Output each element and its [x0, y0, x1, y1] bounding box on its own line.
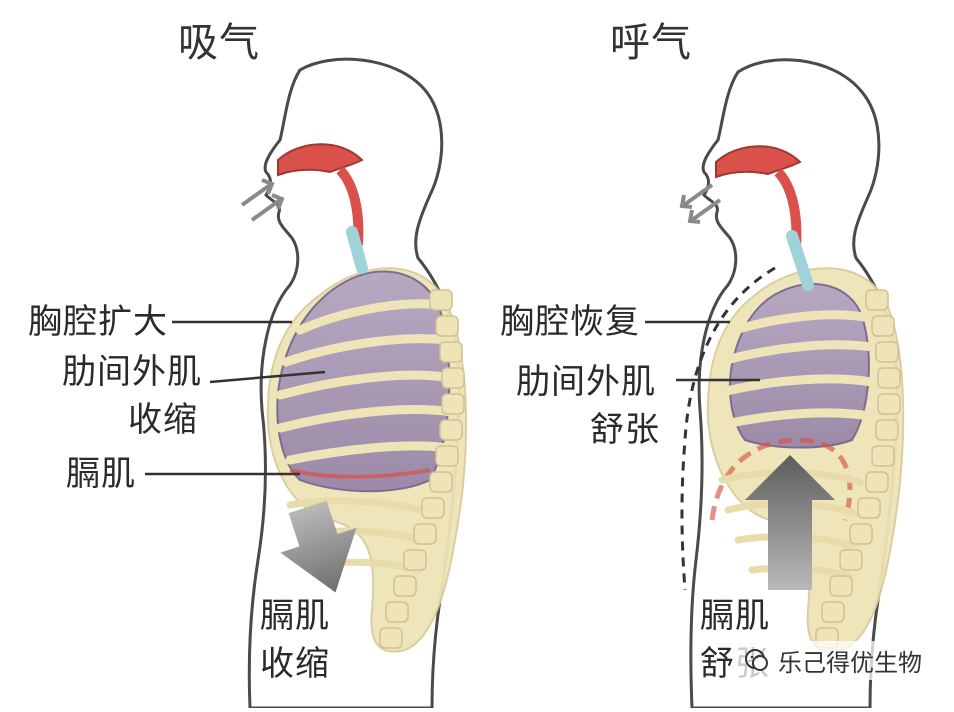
inhale-title: 吸气 [178, 20, 260, 66]
inhale-intercostal-state: 收缩 [128, 400, 198, 440]
inhale-intercostal-label: 肋间外肌 [62, 352, 202, 392]
exhale-diaphragm-up-arrow-icon [745, 455, 835, 590]
inhale-spine [379, 289, 465, 649]
exhale-trachea [786, 230, 814, 291]
exhale-nasal-cavity [715, 145, 802, 179]
callout-intercostal-line [209, 370, 326, 384]
exhale-rib-stripes [717, 310, 887, 429]
inhale-diaphragm-bottom-label: 膈肌 [260, 596, 330, 636]
inhale-trachea [346, 226, 368, 274]
exhale-diaphragm-bottom-label: 膈肌 [700, 596, 770, 636]
inhale-nasal-cavity [277, 143, 364, 177]
exhale-figure [645, 58, 905, 710]
inhale-diaphragm-bottom-state: 收缩 [260, 644, 330, 684]
inhale-rib-stripes [275, 299, 457, 465]
exhale-intercostal-state: 舒张 [590, 410, 660, 450]
watermark-text: 乐己得优生物 [778, 649, 922, 677]
exhale-intercostal-label: 肋间外肌 [516, 362, 656, 402]
wechat-icon [745, 648, 768, 671]
inhale-diaphragm-label: 膈肌 [66, 454, 136, 494]
exhale-previous-chest-dashed [680, 266, 776, 591]
inhale-figure [145, 57, 468, 710]
inhale-chest-label: 胸腔扩大 [28, 302, 168, 342]
exhale-air-arrow-icon [679, 183, 722, 224]
exhale-spine [815, 289, 901, 649]
inhale-diaphragm [289, 468, 431, 479]
inhale-diaphragm-down-arrow-icon [280, 500, 357, 593]
watermark: 乐己得优生物 [738, 641, 928, 680]
exhale-title: 呼气 [610, 20, 692, 66]
inhale-air-arrow-icon [240, 178, 285, 222]
exhale-chest-label: 胸腔恢复 [500, 302, 640, 342]
